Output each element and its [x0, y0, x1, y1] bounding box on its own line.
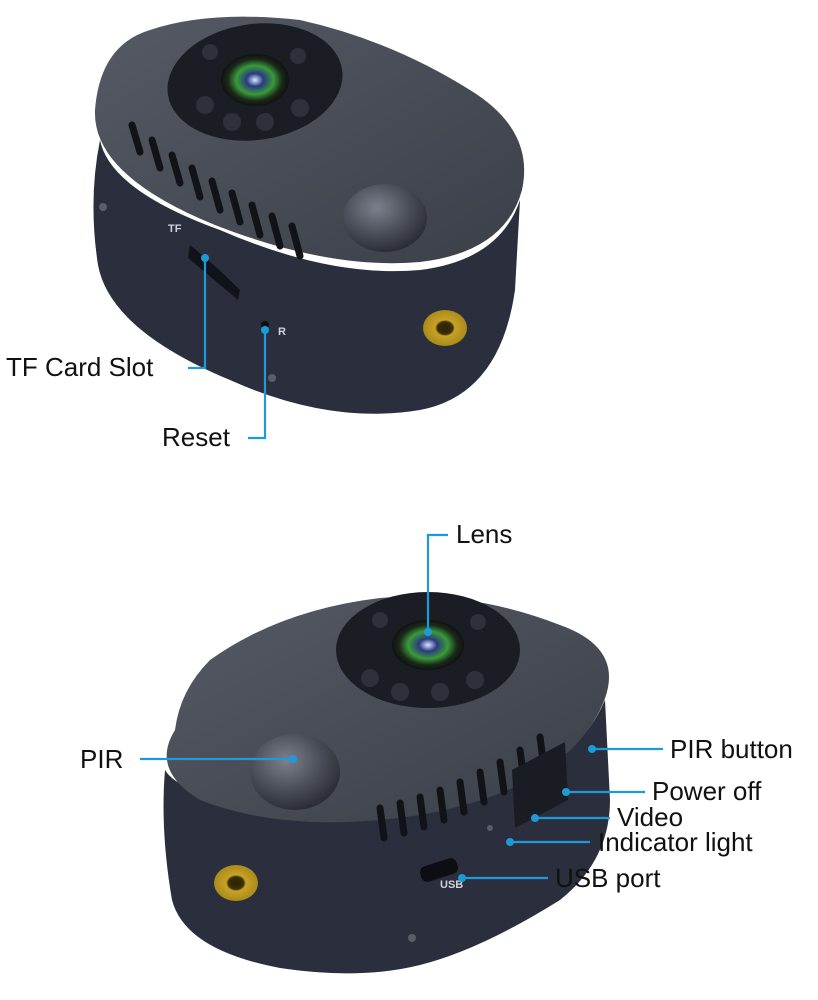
callout-lens [426, 533, 448, 632]
label-indicator-light: Indicator light [598, 827, 753, 857]
lens-window-top [167, 23, 343, 141]
usb-marking: USB [440, 879, 463, 891]
top-camera-device: TF R [93, 16, 525, 414]
vents-bottom [376, 733, 548, 842]
vents-top [128, 121, 304, 260]
callout-dots [201, 254, 596, 882]
label-power-off: Power off [652, 776, 762, 806]
label-tf-card-slot: TF Card Slot [6, 352, 154, 382]
label-usb-port: USB port [555, 863, 661, 893]
mode-switch [512, 742, 568, 828]
r-marking: R [278, 326, 286, 338]
tf-slot [188, 245, 240, 300]
label-pir-button: PIR button [670, 734, 793, 764]
label-reset: Reset [162, 422, 230, 452]
bottom-camera-device: USB [163, 592, 610, 974]
pir-sensor-bottom [250, 734, 340, 810]
usb-port-slot [420, 858, 458, 882]
callout-reset [248, 330, 267, 440]
lens-window-bottom [336, 592, 520, 708]
tf-marking: TF [168, 223, 182, 235]
callout-tf-card-slot [188, 258, 207, 370]
callout-lines [140, 258, 663, 880]
label-video: Video [617, 802, 684, 832]
pir-sensor-top [343, 184, 427, 252]
label-lens: Lens [456, 519, 513, 549]
label-pir: PIR [80, 744, 124, 774]
